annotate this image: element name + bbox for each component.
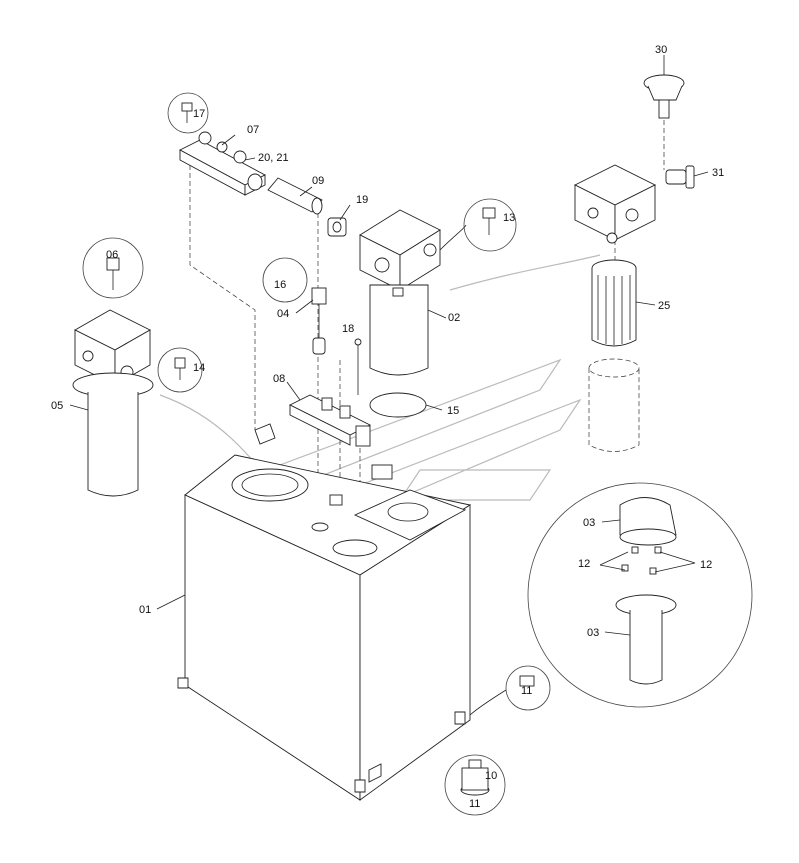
foot-bubble-10 bbox=[444, 754, 506, 816]
filter-housing-dashed bbox=[588, 358, 640, 452]
label-12-left: 12 bbox=[578, 558, 590, 570]
hydraulic-tank bbox=[177, 454, 472, 801]
label-18: 18 bbox=[342, 323, 354, 335]
label-05: 05 bbox=[51, 400, 63, 412]
valve-block-08 bbox=[254, 394, 372, 447]
gasket-15 bbox=[369, 392, 427, 418]
manifold-block-07 bbox=[179, 131, 266, 196]
label-15: 15 bbox=[447, 405, 459, 417]
breather-detail-circle bbox=[527, 482, 753, 708]
label-14: 14 bbox=[193, 362, 205, 374]
label-09: 09 bbox=[312, 175, 324, 187]
filler-cap-30 bbox=[643, 74, 685, 119]
label-31: 31 bbox=[712, 167, 724, 179]
level-sensor-04 bbox=[262, 257, 327, 355]
plug-31 bbox=[665, 165, 695, 189]
rod-18 bbox=[354, 338, 362, 395]
label-04: 04 bbox=[277, 308, 289, 320]
label-19: 19 bbox=[356, 194, 368, 206]
label-10: 10 bbox=[485, 770, 497, 782]
label-30: 30 bbox=[655, 44, 667, 56]
fitting-19 bbox=[327, 217, 347, 237]
label-08: 08 bbox=[273, 373, 285, 385]
label-20-21: 20, 21 bbox=[258, 152, 289, 164]
bolt-17 bbox=[167, 92, 209, 134]
leader-lines bbox=[69, 55, 709, 636]
label-03-bottom: 03 bbox=[587, 627, 599, 639]
filter-head bbox=[573, 164, 657, 244]
label-25: 25 bbox=[658, 300, 670, 312]
label-16: 16 bbox=[274, 279, 286, 291]
return-filter-02 bbox=[359, 209, 441, 376]
label-12-right: 12 bbox=[700, 559, 712, 571]
label-03-top: 03 bbox=[583, 517, 595, 529]
label-13: 13 bbox=[503, 212, 515, 224]
foot-bubble-11 bbox=[469, 665, 551, 716]
label-06: 06 bbox=[106, 249, 118, 261]
label-17: 17 bbox=[193, 108, 205, 120]
filter-assembly-05 bbox=[72, 237, 154, 497]
label-01: 01 bbox=[139, 604, 151, 616]
label-11-bottom: 11 bbox=[469, 798, 480, 810]
label-07: 07 bbox=[247, 124, 259, 136]
part-labels: 30 17 07 20, 21 09 19 13 31 06 16 04 02 … bbox=[51, 44, 724, 810]
pipe-09 bbox=[267, 177, 323, 215]
bolt-13 bbox=[439, 198, 517, 252]
bolt-14 bbox=[157, 347, 203, 393]
label-11-top: 11 bbox=[521, 685, 532, 697]
label-02: 02 bbox=[448, 312, 460, 324]
filter-element-25 bbox=[591, 259, 637, 347]
